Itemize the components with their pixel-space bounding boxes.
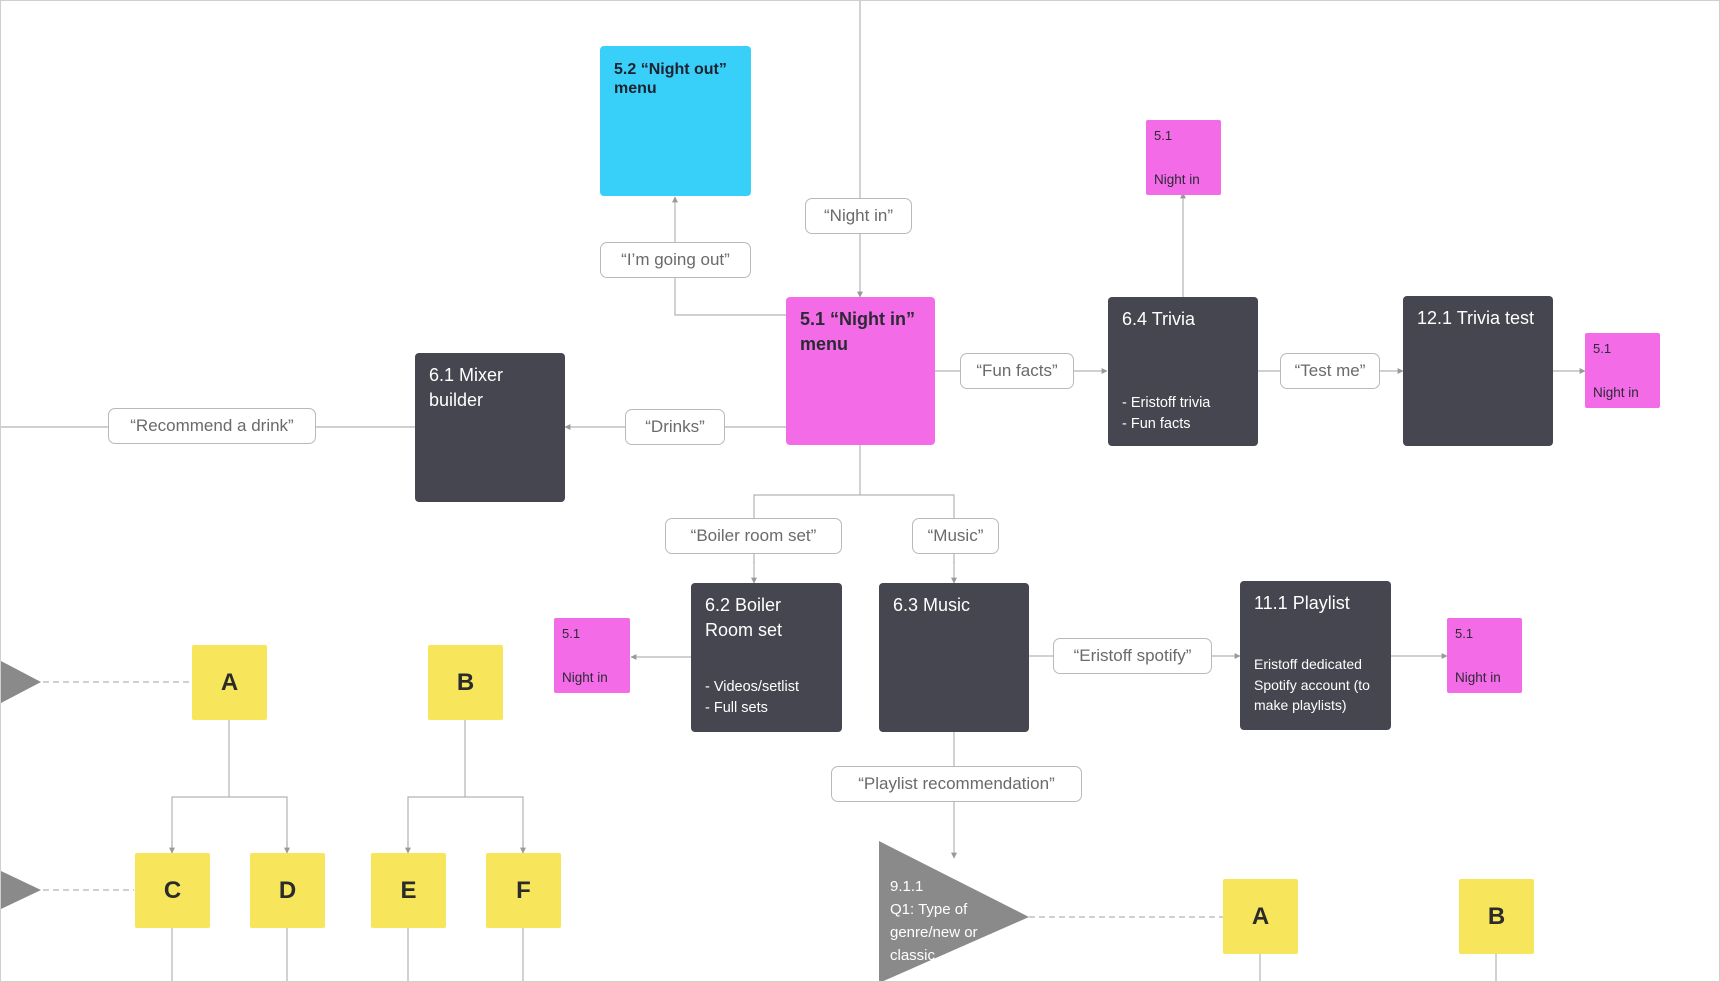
answer-marker-f[interactable]: F: [486, 853, 561, 928]
night-out-menu-node[interactable]: 5.2 “Night out” menu: [600, 46, 751, 196]
answer-marker-d[interactable]: D: [250, 853, 325, 928]
return-link-node[interactable]: 5.1 Night in: [1585, 333, 1660, 408]
connector-label-eristoff-spotify: “Eristoff spotify”: [1053, 638, 1212, 674]
answer-marker-b[interactable]: B: [1459, 879, 1534, 954]
mixer-builder-node[interactable]: 6.1 Mixer builder: [415, 353, 565, 502]
return-link-label: Night in: [1455, 670, 1501, 685]
connector-label-boiler-room-set: “Boiler room set”: [665, 518, 842, 554]
question-number: 9.1.1: [890, 878, 924, 895]
answer-marker-e[interactable]: E: [371, 853, 446, 928]
node-detail: Eristoff dedicated Spotify account (to m…: [1254, 656, 1370, 713]
node-title: 6.3 Music: [893, 595, 971, 615]
boiler-room-set-node[interactable]: 6.2 Boiler Room set - Videos/setlist - F…: [691, 583, 842, 732]
connector-label-fun-facts: “Fun facts”: [960, 353, 1074, 389]
node-title: 12.1 Trivia test: [1417, 308, 1535, 328]
trivia-node[interactable]: 6.4 Trivia - Eristoff trivia - Fun facts: [1108, 297, 1258, 446]
connector-label-going-out: “I’m going out”: [600, 242, 751, 278]
return-link-number: 5.1: [1455, 626, 1474, 641]
node-detail: - Videos/setlist: [705, 679, 800, 695]
trivia-test-node[interactable]: 12.1 Trivia test: [1403, 296, 1553, 446]
answer-marker-a[interactable]: A: [192, 645, 267, 720]
node-title: 5.1 “Night in” menu: [800, 309, 916, 354]
return-link-node[interactable]: 5.1 Night in: [554, 618, 630, 693]
return-link-number: 5.1: [562, 626, 581, 641]
return-link-node[interactable]: 5.1 Night in: [1447, 618, 1522, 693]
node-title: 6.2 Boiler Room set: [705, 595, 783, 640]
answer-marker-a[interactable]: A: [1223, 879, 1298, 954]
connector-label-music: “Music”: [912, 518, 999, 554]
return-link-label: Night in: [1154, 172, 1200, 187]
node-detail: - Fun facts: [1122, 416, 1191, 432]
answer-marker-b[interactable]: B: [428, 645, 503, 720]
node-title: 11.1 Playlist: [1254, 593, 1350, 613]
question-triangle: [879, 841, 1029, 981]
music-node[interactable]: 6.3 Music: [879, 583, 1029, 732]
return-link-node[interactable]: 5.1 Night in: [1146, 120, 1221, 195]
connector-label-test-me: “Test me”: [1280, 353, 1380, 389]
connector-label-playlist-recommendation: “Playlist recommendation”: [831, 766, 1082, 802]
node-title: 6.4 Trivia: [1122, 309, 1196, 329]
connector-label-recommend-drink: “Recommend a drink”: [108, 408, 316, 444]
night-in-menu-node[interactable]: 5.1 “Night in” menu: [786, 297, 935, 445]
question-marker-partial: [1, 871, 41, 909]
node-detail: - Full sets: [705, 700, 768, 716]
node-title: 5.2 “Night out” menu: [614, 61, 727, 97]
return-link-number: 5.1: [1593, 341, 1612, 356]
connector-label-drinks: “Drinks”: [625, 409, 725, 445]
node-detail: - Eristoff trivia: [1122, 395, 1211, 411]
answer-marker-c[interactable]: C: [135, 853, 210, 928]
return-link-label: Night in: [562, 670, 608, 685]
question-text: Q1: Type of genre/new or classic: [890, 901, 978, 964]
node-title: 6.1 Mixer builder: [429, 365, 504, 410]
return-link-number: 5.1: [1154, 128, 1173, 143]
connector-label-night-in: “Night in”: [805, 198, 912, 234]
playlist-node[interactable]: 11.1 Playlist Eristoff dedicated Spotify…: [1240, 581, 1391, 730]
question-marker-partial: [1, 661, 41, 703]
return-link-label: Night in: [1593, 385, 1639, 400]
